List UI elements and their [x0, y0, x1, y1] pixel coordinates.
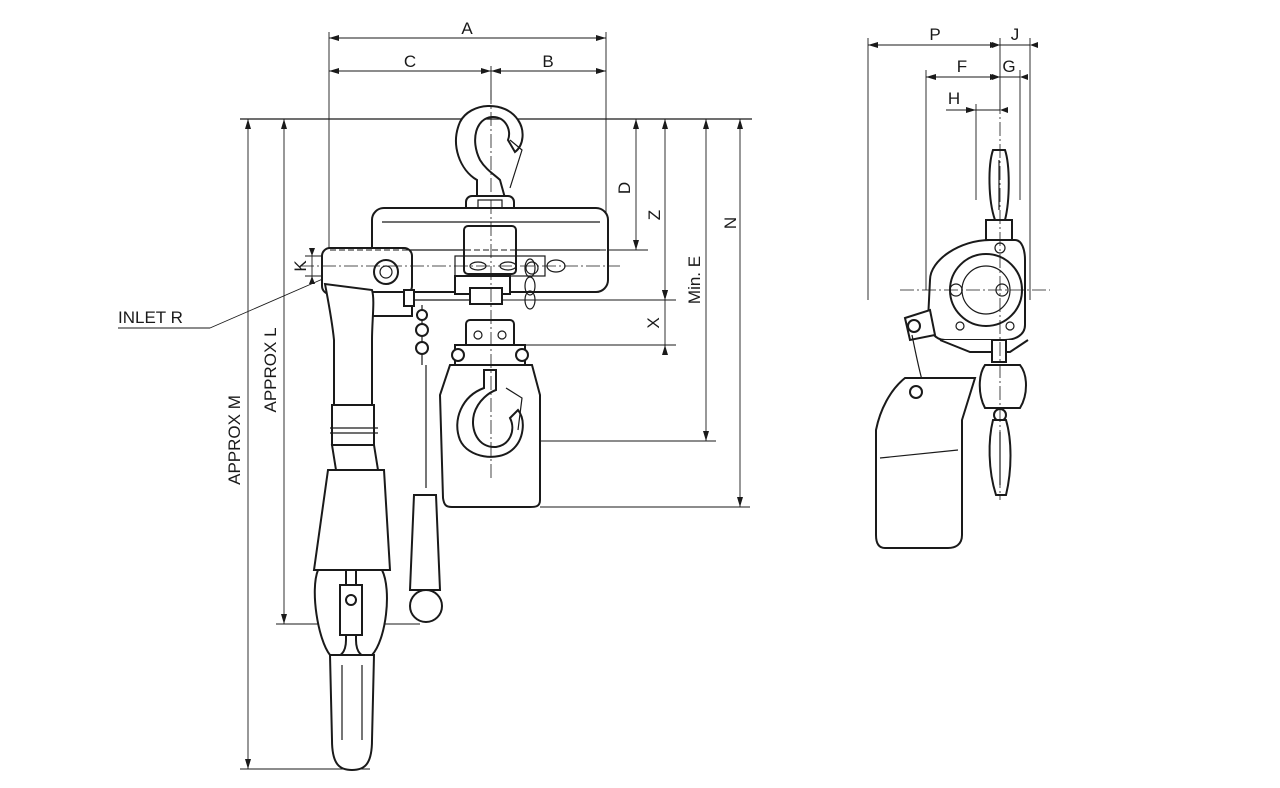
front-view: A C B D Z	[118, 19, 752, 772]
dimension-label-f: F	[957, 57, 967, 76]
inlet-callout: INLET R	[118, 277, 326, 329]
dimension-a: A	[329, 19, 606, 41]
dimension-label-n: N	[721, 217, 740, 229]
dimension-g: G	[992, 57, 1028, 80]
dimension-label-h: H	[948, 89, 960, 108]
dimension-approx-l: APPROX L	[261, 119, 420, 625]
dimension-label-a: A	[461, 19, 473, 38]
pendant-grip[interactable]	[328, 654, 376, 772]
side-body	[875, 149, 1029, 549]
hoist-body	[321, 105, 609, 317]
bottom-hook	[456, 369, 524, 458]
dimension-d: D	[612, 119, 648, 251]
load-chain	[524, 258, 536, 310]
top-hook	[455, 105, 524, 199]
dimension-label-approx-m: APPROX M	[225, 395, 244, 485]
dimension-label-g: G	[1002, 57, 1015, 76]
dimension-min-e: Min. E	[510, 119, 716, 442]
dimension-label-x: X	[644, 317, 663, 328]
dimension-j: J	[992, 25, 1038, 48]
dimension-label-z: Z	[645, 210, 664, 220]
dimension-n: N	[540, 119, 750, 508]
dimension-c: C	[329, 52, 491, 74]
control-hose-and-pendant	[312, 282, 392, 772]
pull-cord	[408, 299, 470, 623]
dimension-label-approx-l: APPROX L	[261, 327, 280, 412]
dimension-label-j: J	[1011, 25, 1020, 44]
side-view: P J F G H	[867, 25, 1050, 549]
dimension-p: P	[868, 25, 1000, 48]
dimension-label-p: P	[929, 25, 940, 44]
dimension-label-c: C	[404, 52, 416, 71]
dimension-f: F	[926, 57, 1000, 80]
bottom-hook-assembly	[438, 319, 541, 508]
dimension-label-min-e: Min. E	[685, 256, 704, 304]
inlet-label: INLET R	[118, 308, 183, 327]
side-chain-bag	[875, 377, 977, 549]
dimension-label-d: D	[615, 182, 634, 194]
pull-cord-handle[interactable]	[408, 494, 442, 591]
dimension-b: B	[491, 52, 606, 74]
dimension-approx-m: APPROX M	[225, 119, 370, 770]
dimension-z: Z	[645, 119, 668, 300]
dimension-h: H	[946, 89, 1008, 113]
dimension-label-b: B	[542, 52, 553, 71]
